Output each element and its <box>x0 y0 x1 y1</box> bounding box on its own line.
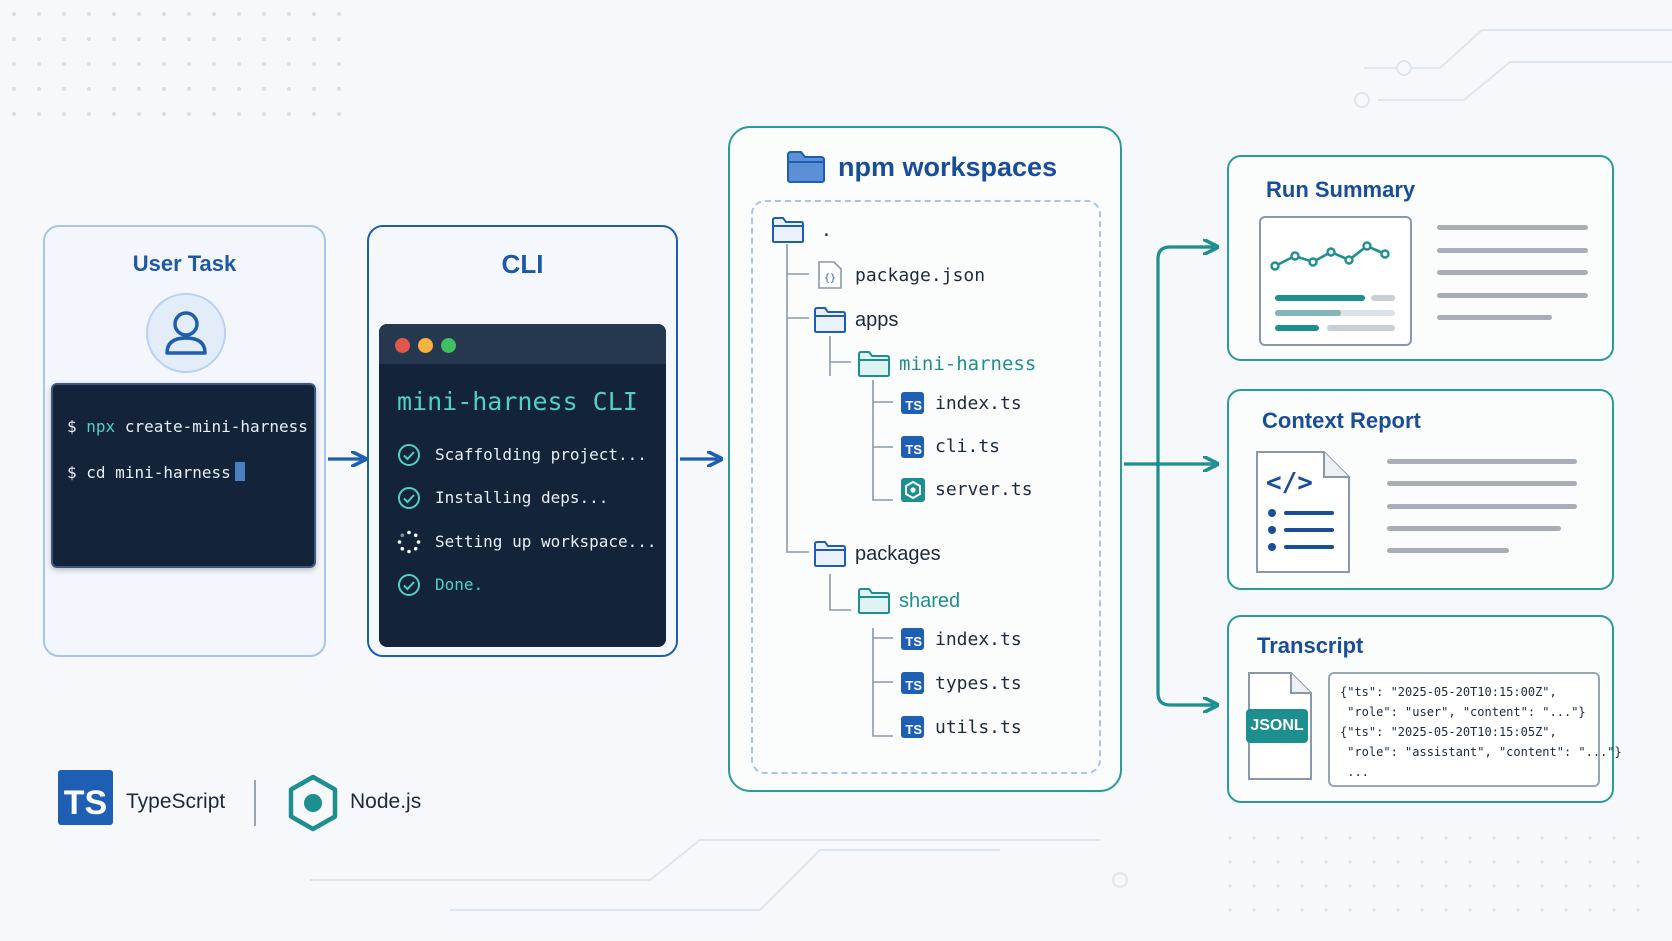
tree-file: index.ts <box>935 629 1022 650</box>
cli-heading: mini-harness CLI <box>397 387 638 416</box>
tree-file: utils.ts <box>935 717 1022 738</box>
check-circle-icon <box>398 487 420 509</box>
text-placeholder-line <box>1437 315 1552 320</box>
user-icon <box>146 293 226 373</box>
terminal-command-line: $ cd mini-harness <box>67 462 245 482</box>
cli-panel: CLI mini-harness CLI Scaffolding project… <box>367 225 678 657</box>
context-report-card: Context Report </> <box>1227 389 1614 590</box>
typescript-file-icon: TS <box>901 628 924 650</box>
cli-terminal: mini-harness CLI Scaffolding project... … <box>379 324 666 647</box>
run-summary-title: Run Summary <box>1266 177 1416 202</box>
cli-step: Installing deps... <box>435 488 609 507</box>
transcript-code-sample: {"ts": "2025-05-20T10:15:00Z", "role": "… <box>1328 672 1622 787</box>
jsonl-badge: JSONL <box>1246 709 1308 743</box>
minimize-dot-icon <box>418 338 433 353</box>
line-chart-icon <box>1270 241 1395 331</box>
typescript-file-icon: TS <box>901 716 924 738</box>
folder-icon <box>787 151 825 183</box>
code-document-icon: </> <box>1256 451 1350 573</box>
text-placeholder-line <box>1437 248 1588 253</box>
arrow-workspaces-to-outputs <box>1124 247 1214 705</box>
folder-icon <box>858 588 890 614</box>
run-summary-card: Run Summary <box>1227 155 1614 361</box>
json-file-icon: {} <box>818 261 842 289</box>
tree-root: . <box>821 220 832 241</box>
text-placeholder-line <box>1437 270 1588 275</box>
user-task-panel: User Task $ npx create-mini-harness $ cd… <box>43 225 326 657</box>
typescript-file-icon: TS <box>901 672 924 694</box>
text-placeholder-line <box>1387 481 1577 486</box>
check-circle-icon <box>398 574 420 596</box>
workspaces-title: npm workspaces <box>838 152 1058 182</box>
node-file-icon <box>901 478 925 502</box>
close-dot-icon <box>395 338 410 353</box>
typescript-label: TypeScript <box>126 790 226 813</box>
text-placeholder-line <box>1387 548 1509 553</box>
cli-title: CLI <box>501 249 544 279</box>
nodejs-label: Node.js <box>350 790 422 813</box>
maximize-dot-icon <box>441 338 456 353</box>
svg-text:</>: </> <box>1266 468 1313 498</box>
transcript-title: Transcript <box>1257 633 1364 658</box>
text-placeholder-line <box>1387 504 1577 509</box>
text-placeholder-line <box>1387 526 1561 531</box>
folder-icon <box>772 217 804 243</box>
text-placeholder-line <box>1437 225 1588 230</box>
tree-file: types.ts <box>935 673 1022 694</box>
typescript-logo: TS <box>58 770 113 825</box>
text-placeholder-line <box>1437 293 1588 298</box>
folder-icon <box>814 541 846 567</box>
terminal-command-line: $ npx create-mini-harness <box>67 417 308 436</box>
tree-file: server.ts <box>935 479 1033 500</box>
spinner-icon <box>397 530 421 554</box>
terminal-cursor <box>234 462 245 481</box>
footer-divider <box>254 780 256 826</box>
terminal-title-bar <box>379 324 666 364</box>
tree-folder-shared: shared <box>899 590 961 612</box>
typescript-file-icon: TS <box>901 392 924 414</box>
text-placeholder-line <box>1387 459 1577 464</box>
svg-text:{}: {} <box>824 273 836 284</box>
transcript-card: Transcript JSONL {"ts": "2025-05-20T10:1… <box>1227 615 1622 803</box>
check-circle-icon <box>398 444 420 466</box>
user-terminal: $ npx create-mini-harness $ cd mini-harn… <box>51 383 316 568</box>
typescript-file-icon: TS <box>901 436 924 458</box>
tree-file-package-json: package.json <box>855 265 986 286</box>
folder-icon <box>814 307 846 333</box>
tree-folder-packages: packages <box>855 543 941 565</box>
nodejs-logo-icon <box>288 774 338 832</box>
tree-folder-apps: apps <box>855 309 899 331</box>
npm-workspaces-panel: npm workspaces . <box>728 126 1122 792</box>
context-report-title: Context Report <box>1262 408 1421 433</box>
tree-file: cli.ts <box>935 436 1001 457</box>
user-task-title: User Task <box>132 251 237 276</box>
tree-folder-mini-harness: mini-harness <box>899 353 1037 375</box>
summary-chart-thumbnail <box>1259 216 1412 346</box>
tree-connector-lines <box>786 244 893 737</box>
folder-icon <box>858 351 890 377</box>
workspace-tree: . {} package.json apps mini-harness TS i… <box>751 200 1101 774</box>
cli-step: Setting up workspace... <box>435 532 657 551</box>
tree-file: index.ts <box>935 393 1022 414</box>
cli-step: Scaffolding project... <box>435 445 647 464</box>
cli-step-done: Done. <box>435 575 484 594</box>
